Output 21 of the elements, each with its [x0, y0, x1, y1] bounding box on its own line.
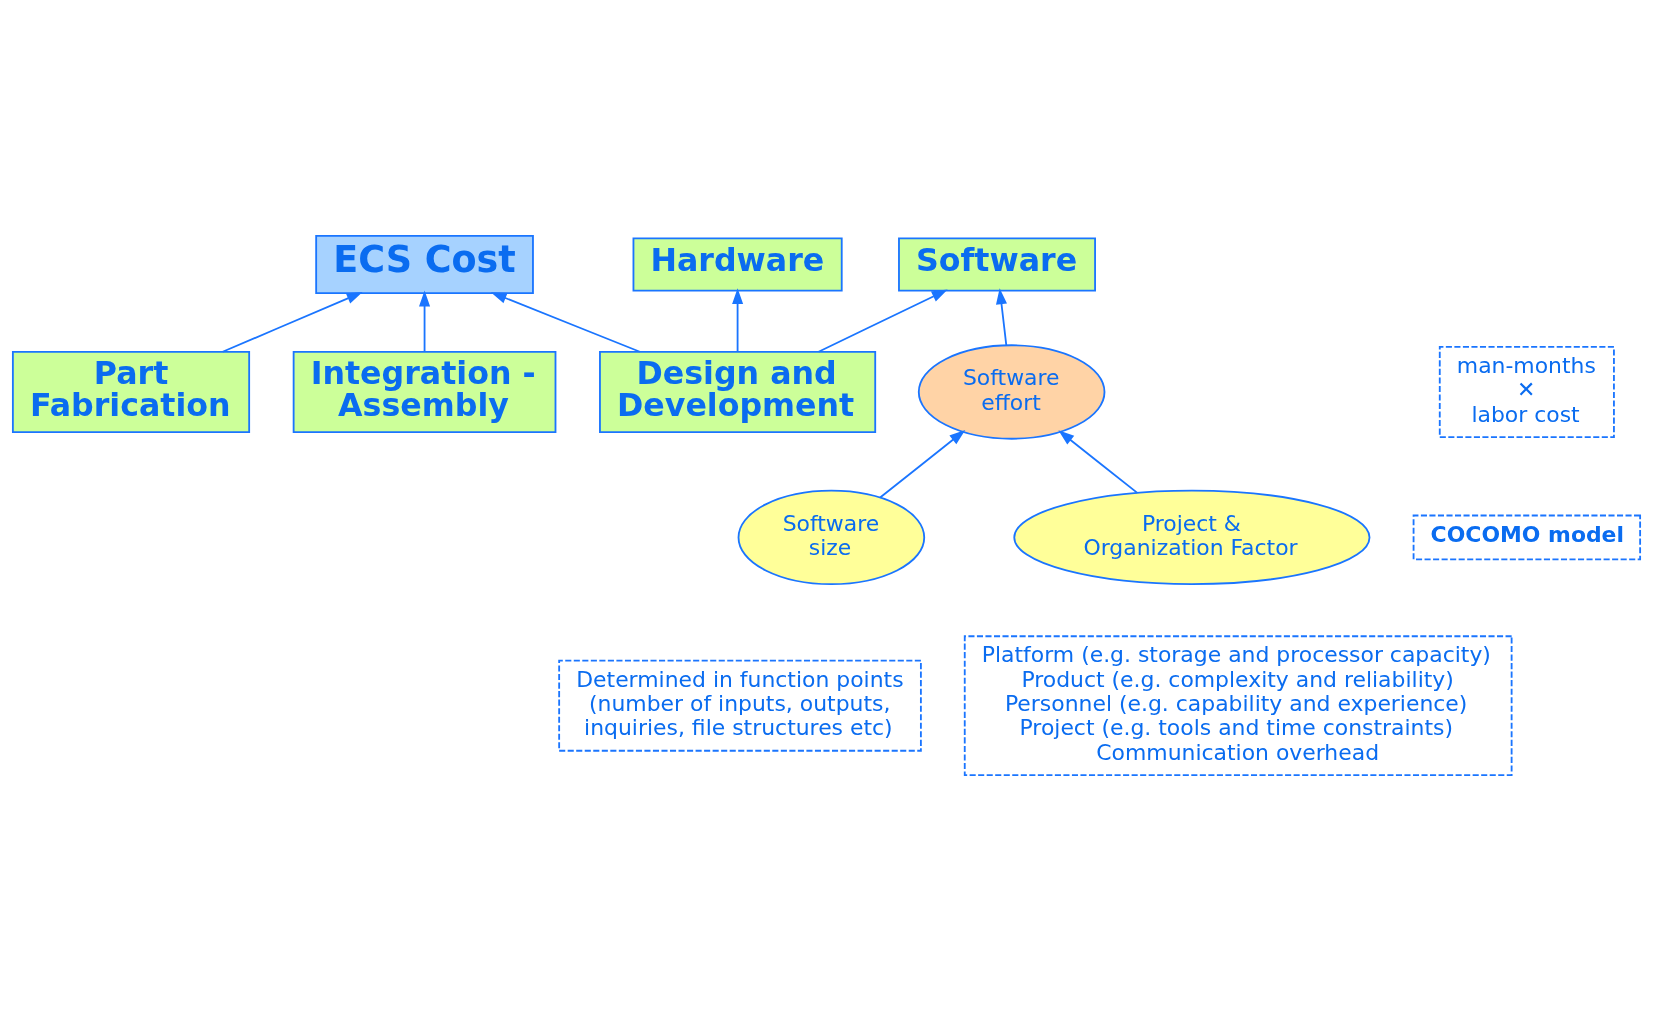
node-box: Determined in function points (number of inputs, outputs, inquiries, file structures etc)	[558, 659, 922, 752]
node-box: man-months ✕ labor cost	[1438, 345, 1615, 438]
node-box: Integration - Assembly	[292, 350, 557, 433]
node-box: Part Fabrication	[11, 350, 251, 433]
arrow	[221, 291, 363, 353]
arrow	[419, 290, 431, 352]
node-box: ECS Cost	[315, 234, 534, 294]
node-box: COCOMO model	[1412, 514, 1642, 560]
arrow	[995, 287, 1008, 346]
arrow	[490, 291, 641, 353]
node-box: Platform (e.g. storage and processor capacity) Product (e.g. complexity and reliability) Personnel (e.g. capability and experience) Project (e.g. tools and time constraints) Communication overhead	[963, 634, 1513, 776]
node-box: Design and Development	[599, 350, 877, 433]
node-ellipse: Project & Organization Factor	[1013, 489, 1371, 585]
arrow	[879, 429, 966, 498]
arrow	[732, 287, 744, 352]
arrow	[817, 289, 948, 353]
node-ellipse: Software effort	[917, 343, 1106, 440]
node-box: Hardware	[632, 236, 843, 292]
node-ellipse: Software size	[737, 489, 926, 585]
arrow	[1058, 429, 1139, 494]
node-box: Software	[898, 236, 1096, 292]
